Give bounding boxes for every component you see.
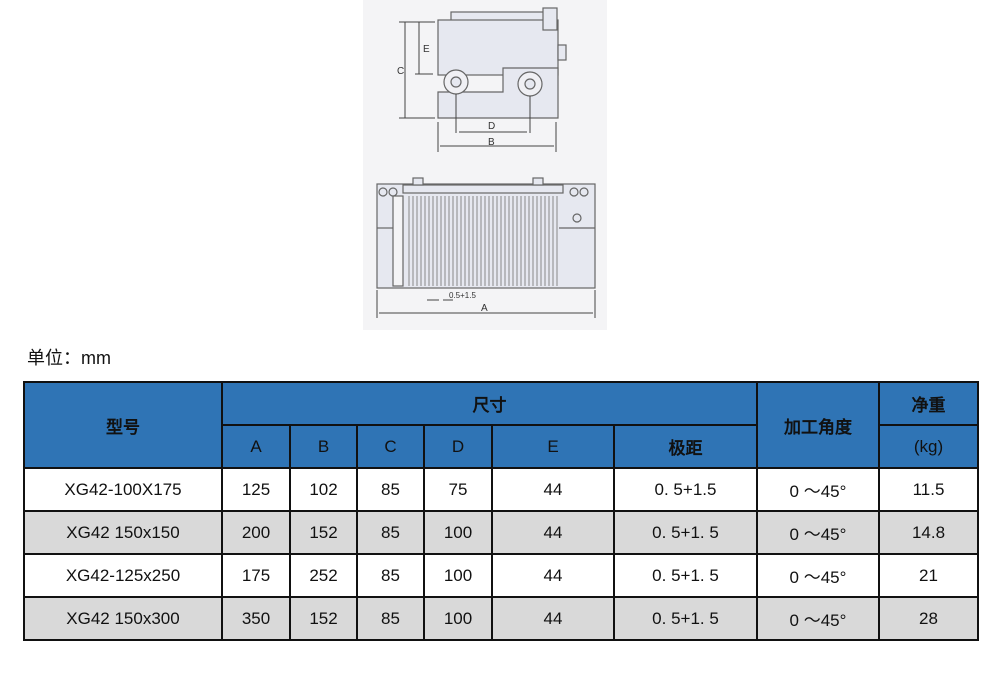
header-row-1: 型号 尺寸 加工角度 净重	[23, 381, 979, 469]
cell-b: 152	[289, 510, 358, 555]
cell-angle: 0 ～45°	[756, 553, 880, 598]
pitch-label: 0.5+1.5	[449, 291, 476, 300]
cell-model: XG42 150x150	[23, 510, 223, 555]
cell-model: XG42 150x300	[23, 596, 223, 641]
cell-b: 102	[289, 467, 358, 512]
cell-model: XG42-100X175	[23, 467, 223, 512]
cell-pole-pitch: 0. 5+1.5	[613, 467, 758, 512]
spec-table: 型号 尺寸 加工角度 净重 A B C D E 极距 (kg) XG42-100…	[23, 381, 979, 641]
header-b: B	[289, 424, 358, 469]
dimension-label-c: C	[397, 66, 404, 77]
header-e: E	[491, 424, 615, 469]
cell-d: 100	[423, 553, 493, 598]
dimension-label-a: A	[481, 303, 488, 314]
cell-e: 44	[491, 596, 615, 641]
product-dimension-drawing: C E D B 0.5+1.5 A	[363, 0, 607, 330]
cell-weight: 11.5	[878, 467, 979, 512]
cell-pole-pitch: 0. 5+1. 5	[613, 596, 758, 641]
cell-e: 44	[491, 510, 615, 555]
header-pole-pitch: 极距	[613, 424, 758, 469]
cell-a: 175	[221, 553, 291, 598]
cell-e: 44	[491, 467, 615, 512]
header-d: D	[423, 424, 493, 469]
cell-b: 252	[289, 553, 358, 598]
cell-a: 125	[221, 467, 291, 512]
cell-c: 85	[356, 553, 425, 598]
cell-a: 350	[221, 596, 291, 641]
cell-c: 85	[356, 596, 425, 641]
header-model: 型号	[23, 381, 223, 469]
header-size: 尺寸	[221, 381, 758, 426]
dimension-label-e: E	[423, 44, 430, 55]
cell-weight: 28	[878, 596, 979, 641]
header-weight-unit: (kg)	[878, 424, 979, 469]
cell-angle: 0 ～45°	[756, 510, 880, 555]
drawing-svg: C E D B 0.5+1.5 A	[376, 7, 596, 318]
dimension-label-b: B	[488, 137, 495, 148]
cell-d: 100	[423, 510, 493, 555]
cell-b: 152	[289, 596, 358, 641]
cell-pole-pitch: 0. 5+1. 5	[613, 553, 758, 598]
cell-e: 44	[491, 553, 615, 598]
cell-d: 100	[423, 596, 493, 641]
side-view-body	[437, 19, 559, 76]
cell-weight: 21	[878, 553, 979, 598]
cell-weight: 14.8	[878, 510, 979, 555]
dimension-label-d: D	[488, 121, 495, 132]
header-angle: 加工角度	[756, 381, 880, 469]
cell-d: 75	[423, 467, 493, 512]
header-a: A	[221, 424, 291, 469]
header-c: C	[356, 424, 425, 469]
header-row-2: A B C D E 极距 (kg)	[24, 424, 979, 469]
header-weight: 净重	[878, 381, 979, 426]
cell-a: 200	[221, 510, 291, 555]
cell-pole-pitch: 0. 5+1. 5	[613, 510, 758, 555]
cell-angle: 0 ～45°	[756, 596, 880, 641]
cell-model: XG42-125x250	[23, 553, 223, 598]
top-view	[376, 177, 596, 289]
cell-c: 85	[356, 510, 425, 555]
cell-c: 85	[356, 467, 425, 512]
unit-label: 单位：mm	[27, 348, 111, 368]
cell-angle: 0 ～45°	[756, 467, 880, 512]
